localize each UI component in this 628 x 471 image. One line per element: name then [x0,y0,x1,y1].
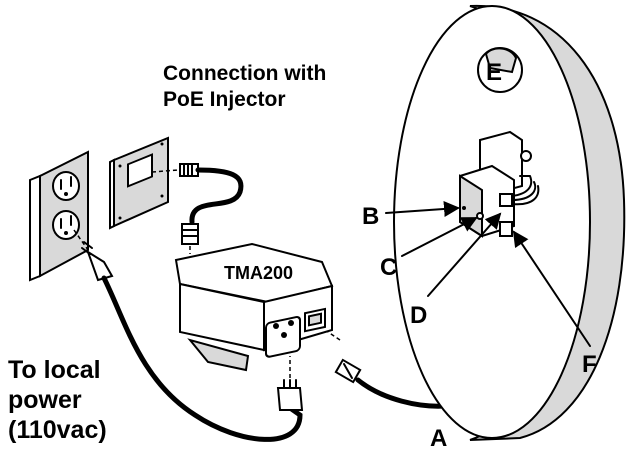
callout-d: D [410,302,427,329]
callout-e: E [486,59,502,86]
c-indicator [476,212,484,220]
callout-b-leader [385,200,460,217]
ac-power-socket [265,315,301,358]
callout-c: C [380,254,397,281]
callout-f-leader [512,230,591,347]
b-indicator [462,206,466,210]
outlet-socket-bottom [52,210,80,240]
local-power-line-3: (110vac) [8,416,107,444]
rj45-plug-injector-in [181,223,199,245]
rj45-plug-injector-out [334,358,362,384]
outlet-socket-top [52,171,80,201]
local-power-line-1: To local [8,356,101,384]
callout-d-leader [427,212,502,297]
f-port [499,193,513,207]
title-line-2: PoE Injector [163,88,286,111]
device-label: TMA200 [224,263,293,283]
callout-c-leader [401,217,478,257]
power-cord [101,275,303,442]
wall-jack-icon [127,153,153,188]
callout-b: B [362,203,379,230]
ac-plug-injector [276,379,304,411]
ac-plug-outlet [81,241,114,282]
wall-plate-guide [151,169,179,173]
ethernet-cable-upstream [189,167,244,225]
title-line-1: Connection with [163,62,326,85]
unit-ethernet-port [499,221,513,237]
wall-outlet [29,150,89,282]
rj45-plug-wall [179,163,199,177]
network-wall-plate [109,136,169,230]
callout-f: F [582,351,597,378]
injector-out-guide [327,331,341,341]
poe-injector: TMA200 [174,242,334,372]
rj45-output-port [304,307,326,333]
local-power-line-2: power [8,386,82,414]
callout-a: A [430,425,447,452]
